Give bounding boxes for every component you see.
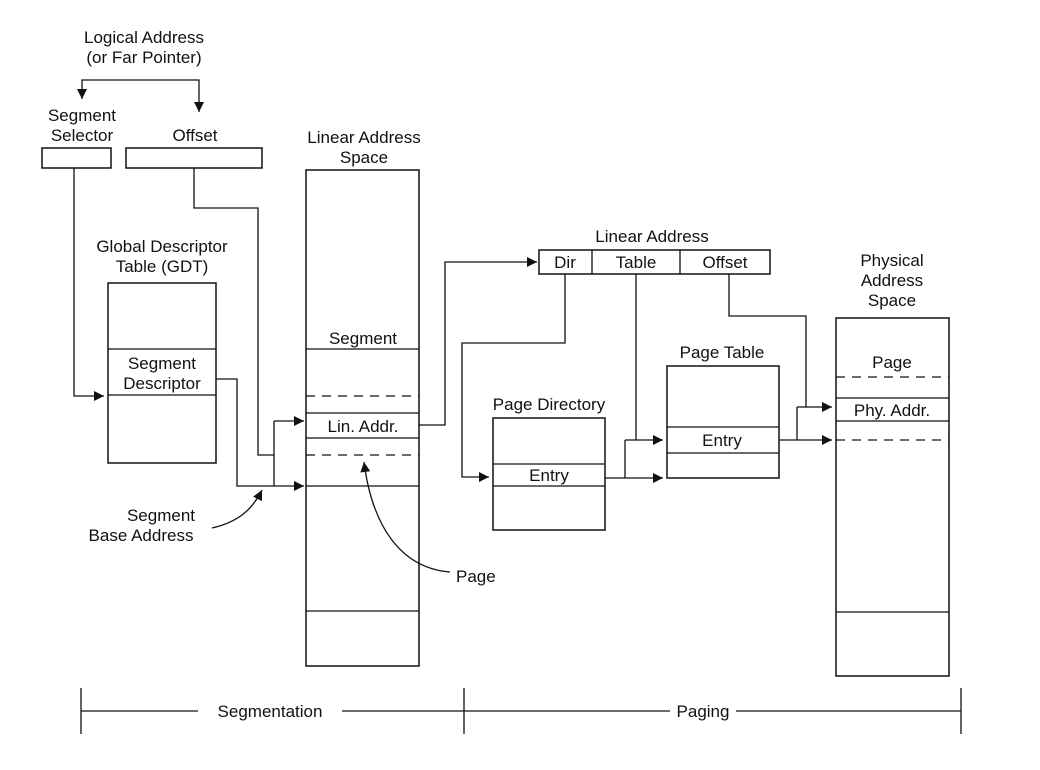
physical-title-line2: Address <box>861 271 923 290</box>
linear-space-title-line2: Space <box>340 148 388 167</box>
offset-box <box>125 147 263 169</box>
phy-addr-label: Phy. Addr. <box>854 401 930 420</box>
page-directory-title: Page Directory <box>493 395 606 414</box>
segment-base-address-group: Segment Base Address <box>89 489 263 545</box>
physical-address-space-column <box>835 317 950 677</box>
linear-table-field: Table <box>616 253 657 272</box>
offset-field-to-adder-line <box>728 274 807 408</box>
gdt-table <box>107 282 217 464</box>
linear-offset-field: Offset <box>702 253 747 272</box>
page-label: Page <box>456 567 496 586</box>
logical-address-group: Logical Address (or Far Pointer) <box>77 28 204 112</box>
gdt-group: Global Descriptor Table (GDT) Segment De… <box>96 237 228 464</box>
linear-address-space-group: Linear Address Space Segment Lin. Addr. <box>305 128 421 667</box>
page-directory-table <box>492 417 606 531</box>
offset-to-adder-line <box>193 168 274 456</box>
page-directory-entry-label: Entry <box>529 466 569 485</box>
page-table-box <box>666 365 780 479</box>
segment-base-pointer-arrow <box>211 489 263 529</box>
page-table-entry-label: Entry <box>702 431 742 450</box>
segment-selector-label-line1: Segment <box>48 106 116 125</box>
linear-address-title: Linear Address <box>595 227 708 246</box>
page-table-group: Page Table Entry <box>666 343 780 479</box>
paging-label: Paging <box>677 702 730 721</box>
physical-title-line1: Physical <box>860 251 923 270</box>
physical-address-space-group: Physical Address Space Page Phy. Addr. <box>835 251 950 677</box>
offset-label: Offset <box>172 126 217 145</box>
linear-address-space-column <box>305 169 420 667</box>
segment-selector-box <box>41 147 112 169</box>
linear-address-register <box>538 249 771 275</box>
logical-address-title-line1: Logical Address <box>84 28 204 47</box>
segment-base-label-line1: Segment <box>127 506 195 525</box>
bottom-scale: Segmentation Paging <box>80 688 962 734</box>
linear-space-title-line1: Linear Address <box>307 128 420 147</box>
segment-selector-group: Segment Selector <box>41 106 116 169</box>
dir-to-pd-entry-arrow <box>461 274 566 482</box>
segment-descriptor-label-line2: Descriptor <box>123 374 201 393</box>
table-field-to-adder-line <box>625 274 637 441</box>
logical-address-title-line2: (or Far Pointer) <box>86 48 201 67</box>
linear-address-register-group: Linear Address Dir Table Offset <box>538 227 771 275</box>
segment-selector-label-line2: Selector <box>51 126 114 145</box>
page-table-title: Page Table <box>680 343 765 362</box>
gdt-title-line2: Table (GDT) <box>116 257 209 276</box>
page-directory-group: Page Directory Entry <box>492 395 606 531</box>
lin-addr-label: Lin. Addr. <box>328 417 399 436</box>
physical-page-label: Page <box>872 353 912 372</box>
segmentation-label: Segmentation <box>218 702 323 721</box>
segment-base-label-line2: Base Address <box>89 526 194 545</box>
linear-segment-label: Segment <box>329 329 397 348</box>
offset-group: Offset <box>125 126 263 169</box>
logical-address-left-arrow <box>77 79 100 99</box>
page-pointer-arrow <box>360 461 451 573</box>
selector-to-descriptor-arrow <box>73 168 104 401</box>
physical-title-line3: Space <box>868 291 916 310</box>
logical-address-split-arrow <box>100 79 204 112</box>
linear-dir-field: Dir <box>554 253 576 272</box>
segment-descriptor-label-line1: Segment <box>128 354 196 373</box>
gdt-title-line1: Global Descriptor <box>96 237 228 256</box>
descriptor-to-segment-base-arrow <box>216 378 304 491</box>
lin-addr-to-linear-address-arrow <box>419 257 537 426</box>
